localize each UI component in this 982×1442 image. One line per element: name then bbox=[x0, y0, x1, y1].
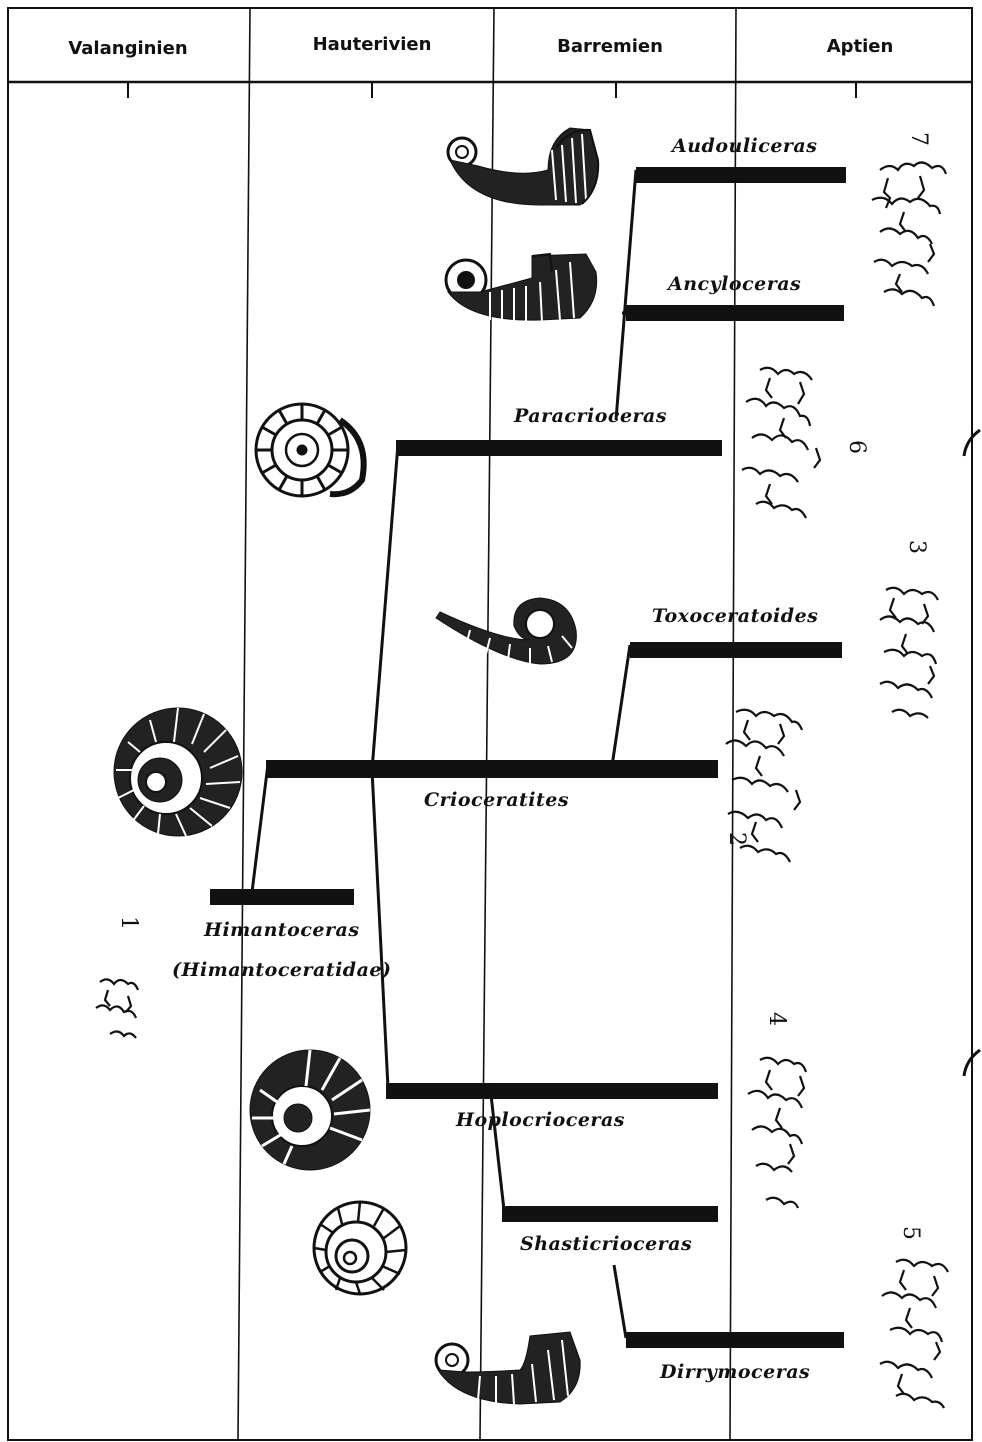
label-shasticrioceras: Shasticrioceras bbox=[520, 1233, 692, 1255]
bar-paracrioceras bbox=[396, 440, 722, 456]
shell-hoplocrioceras-illustration bbox=[250, 1050, 370, 1170]
stage-label-hauterivien: Hauterivien bbox=[313, 34, 432, 55]
connector-paracrioceras bbox=[372, 444, 398, 770]
label-crioceratites: Crioceratites bbox=[424, 789, 569, 811]
suture-1-illustration bbox=[96, 979, 138, 1038]
stage-label-valanginien: Valanginien bbox=[68, 38, 187, 59]
stage-divider-1 bbox=[238, 8, 250, 1440]
bar-hoplocrioceras bbox=[386, 1083, 718, 1099]
suture-number-3: 3 bbox=[904, 540, 929, 554]
stage-label-barremien: Barremien bbox=[557, 36, 663, 57]
stage-divider-2 bbox=[480, 8, 494, 1440]
connector-crioceratites bbox=[252, 764, 268, 892]
label-ancyloceras: Ancyloceras bbox=[666, 273, 801, 295]
shell-toxoceratoides-illustration bbox=[436, 598, 576, 664]
connector-dirrymoceras bbox=[614, 1265, 626, 1338]
bar-crioceratites bbox=[266, 760, 718, 778]
shell-audouliceras-illustration bbox=[448, 128, 598, 205]
connector-toxoceratoides bbox=[612, 645, 630, 766]
suture-number-1: 1 bbox=[116, 916, 141, 930]
shell-crioceratites-illustration bbox=[114, 708, 242, 836]
suture-number-4: 4 bbox=[764, 1012, 789, 1026]
bar-toxoceratoides bbox=[630, 642, 842, 658]
suture-number-6: 6 bbox=[844, 440, 869, 454]
label-himantoceratidae: (Himantoceratidae) bbox=[172, 959, 391, 981]
connector-shasticrioceras bbox=[490, 1086, 504, 1210]
label-dirrymoceras: Dirrymoceras bbox=[659, 1361, 810, 1383]
lineage-bars bbox=[210, 167, 846, 1348]
connector-hoplocrioceras bbox=[372, 770, 388, 1088]
suture-7-illustration bbox=[872, 162, 946, 306]
label-toxoceratoides: Toxoceratoides bbox=[652, 605, 818, 627]
label-hoplocrioceras: Hoplocrioceras bbox=[455, 1109, 625, 1131]
suture-6-illustration bbox=[742, 368, 820, 518]
bar-dirrymoceras bbox=[626, 1332, 844, 1348]
shell-ancyloceras-illustration bbox=[446, 254, 597, 322]
bar-audouliceras bbox=[636, 167, 846, 183]
bar-shasticrioceras bbox=[502, 1206, 718, 1222]
suture-3-illustration bbox=[880, 588, 938, 718]
stage-label-aptien: Aptien bbox=[827, 36, 894, 57]
shell-paracrioceras-illustration bbox=[256, 404, 364, 496]
suture-4-illustration bbox=[748, 1058, 806, 1208]
suture-number-2: 2 bbox=[724, 832, 749, 846]
suture-number-7: 7 bbox=[906, 132, 931, 146]
shell-dirrymoceras-illustration bbox=[436, 1332, 580, 1404]
label-audouliceras: Audouliceras bbox=[670, 135, 817, 157]
bar-ancyloceras bbox=[626, 305, 844, 321]
label-paracrioceras: Paracrioceras bbox=[513, 405, 667, 427]
connector-audouliceras bbox=[616, 170, 636, 420]
bar-himantoceras bbox=[210, 889, 354, 905]
suture-number-5: 5 bbox=[898, 1226, 923, 1240]
stage-divider-3 bbox=[730, 8, 736, 1440]
label-himantoceras: Himantoceras bbox=[203, 919, 360, 941]
suture-5-illustration bbox=[880, 1260, 948, 1408]
shell-shasticrioceras-illustration bbox=[314, 1202, 406, 1294]
